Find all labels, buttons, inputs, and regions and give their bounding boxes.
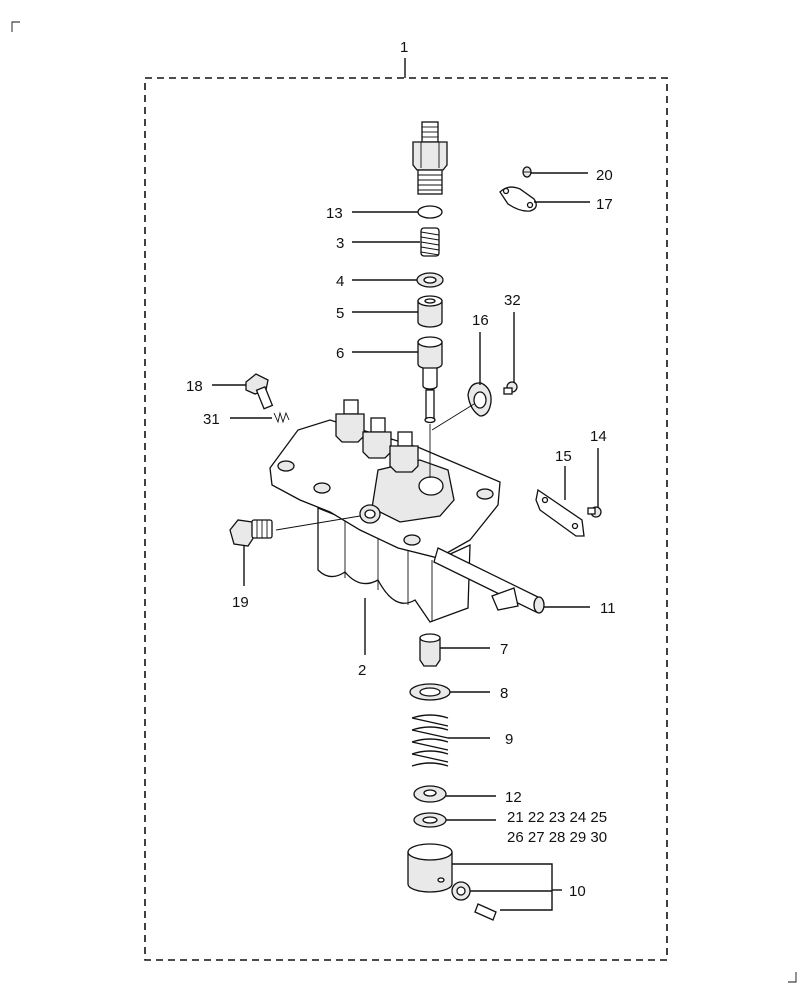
- spring-31: [273, 411, 290, 424]
- callout-17: 17: [596, 196, 613, 213]
- callout-20: 20: [596, 167, 613, 184]
- screw-20: [522, 166, 532, 178]
- callout-labels: 1 13 3 4 5 6 20 17 16 32 18 31 15 14 19 …: [186, 39, 616, 900]
- plate-15: [535, 488, 585, 537]
- valve-seat-5: [417, 295, 443, 328]
- spring-seat-12: [413, 785, 447, 803]
- callout-32: 32: [504, 292, 521, 309]
- tappet-7: [419, 633, 441, 667]
- screw-32: [503, 381, 518, 395]
- callout-31: 31: [203, 411, 220, 428]
- callout-21-25: 21 22 23 24 25: [507, 809, 607, 826]
- crop-marks: [11, 21, 797, 983]
- callout-5: 5: [336, 305, 344, 322]
- callout-19: 19: [232, 594, 249, 611]
- assembly-boundary: [144, 77, 668, 961]
- shims-21-30: [413, 812, 447, 828]
- o-ring-13: [417, 205, 443, 219]
- callout-6: 6: [336, 345, 344, 362]
- callout-3: 3: [336, 235, 344, 252]
- callout-9: 9: [505, 731, 513, 748]
- callout-1: 1: [400, 39, 408, 56]
- leader-lines: [212, 172, 599, 911]
- callout-10: 10: [569, 883, 586, 900]
- callout-7: 7: [500, 641, 508, 658]
- delivery-valve-6: [417, 336, 443, 424]
- plug-bolt-19: [229, 519, 273, 547]
- pump-housing-2: [269, 399, 545, 623]
- callout-15: 15: [555, 448, 572, 465]
- spring-seat-8: [409, 683, 451, 701]
- callout-14: 14: [590, 428, 607, 445]
- delivery-valve-holder: [412, 121, 448, 195]
- callout-2: 2: [358, 662, 366, 679]
- spring-3: [420, 227, 440, 257]
- gasket-4: [416, 272, 444, 288]
- callout-12: 12: [505, 789, 522, 806]
- cover-16: [467, 382, 492, 417]
- gasket-plate-17: [499, 186, 537, 212]
- banjo-bolt-18: [245, 373, 274, 410]
- callout-4: 4: [336, 273, 344, 290]
- callout-16: 16: [472, 312, 489, 329]
- plunger-spring-9: [411, 714, 449, 767]
- callout-13: 13: [326, 205, 343, 222]
- callout-26-30: 26 27 28 29 30: [507, 829, 607, 846]
- tappet-assembly-10: [407, 843, 497, 921]
- screw-14: [587, 506, 602, 518]
- callout-8: 8: [500, 685, 508, 702]
- callout-18: 18: [186, 378, 203, 395]
- callout-11: 11: [600, 600, 616, 617]
